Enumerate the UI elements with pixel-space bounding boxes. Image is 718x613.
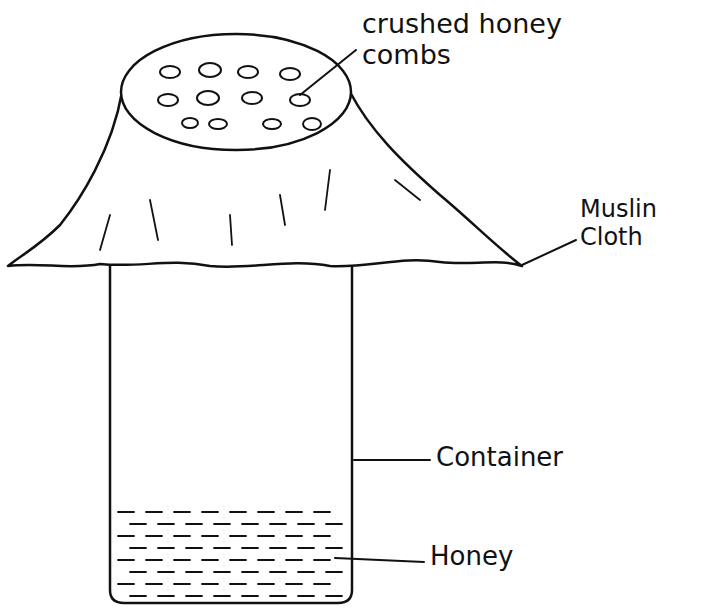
honey-dash [158,571,174,573]
callout-label: Muslin Cloth [580,196,712,251]
honey-dash [242,595,258,597]
honey-dash [146,535,162,537]
honey-dash [270,523,286,525]
honey-dash [298,571,314,573]
honey-dash [158,595,174,597]
honey-dash [242,571,258,573]
honey-dash [214,547,230,549]
honey-dash [286,583,302,585]
honey-dash [174,559,190,561]
honey-dash [270,547,286,549]
honey-dash [130,547,146,549]
honey-liquid [118,512,342,596]
honey-dash [258,511,274,513]
honey-dash [326,547,342,549]
honey-dash [314,583,330,585]
cloth-folds [100,170,420,250]
honey-dash [230,511,246,513]
honey-dash [230,535,246,537]
honey-dash [174,583,190,585]
honey-dash [118,535,134,537]
honey-dash [186,571,202,573]
honey-dash [146,583,162,585]
honey-dash [158,523,174,525]
honey-dash [298,523,314,525]
honey-dash [242,523,258,525]
honey-dash [118,583,134,585]
honey-dash [314,535,330,537]
honey-dash [314,559,330,561]
honey-dash [186,523,202,525]
container-mouth [121,34,351,150]
honey-dash [214,523,230,525]
honey-dash [202,583,218,585]
honey-dash [158,547,174,549]
honey-dash [258,583,274,585]
honey-dash [186,595,202,597]
honey-dash [118,559,134,561]
callout-label: crushed honey combs [362,8,612,70]
honey-dash [326,595,342,597]
honey-dash [286,511,302,513]
honey-dash [270,571,286,573]
honey-dash [174,511,190,513]
honey-dash [258,535,274,537]
leader-lines [300,50,576,562]
honey-dash [214,571,230,573]
honey-dash [230,559,246,561]
honey-dash [186,547,202,549]
honey-dash [230,583,246,585]
honey-dash [174,535,190,537]
callout-label: Honey [430,542,590,572]
crushed-honeycombs [158,63,321,130]
honey-dash [270,595,286,597]
honey-dash [258,559,274,561]
honey-dash [146,559,162,561]
honey-dash [130,523,146,525]
honey-dash [286,535,302,537]
honey-dash [298,595,314,597]
honey-dash [286,559,302,561]
honey-dash [130,595,146,597]
honey-dash [146,511,162,513]
callout-label: Container [436,443,636,473]
honey-dash [314,511,330,513]
honey-dash [202,511,218,513]
honey-dash [214,595,230,597]
honey-dash [118,511,134,513]
honey-dash [326,523,342,525]
honey-dash [298,547,314,549]
honey-dash [130,571,146,573]
honey-dash [202,559,218,561]
honey-dash [202,535,218,537]
honey-dash [326,571,342,573]
container-outline [110,262,352,603]
honey-dash [242,547,258,549]
